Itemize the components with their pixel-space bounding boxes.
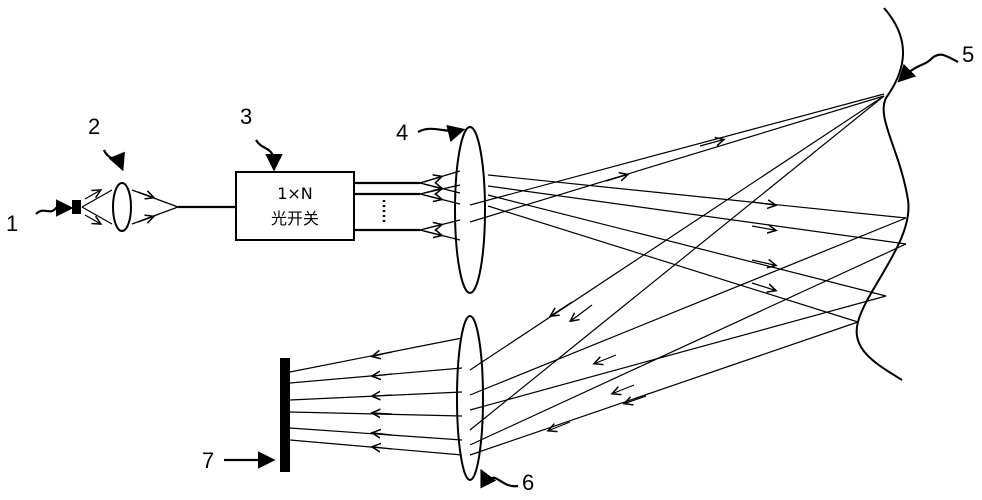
switch-line-2: 光开关 xyxy=(271,209,319,228)
leader-2 xyxy=(102,149,125,172)
label-5: 5 xyxy=(962,42,974,67)
label-6: 6 xyxy=(522,470,534,495)
leader-6 xyxy=(480,468,519,489)
label-2: 2 xyxy=(88,114,100,139)
leader-4 xyxy=(417,124,466,142)
lens-6 xyxy=(456,315,484,481)
label-3: 3 xyxy=(240,104,252,129)
fiber-divergence-rays xyxy=(419,170,461,241)
light-source xyxy=(72,200,81,214)
curved-reflector-5 xyxy=(855,7,910,381)
lens-4 xyxy=(454,126,486,294)
label-1: 1 xyxy=(6,211,18,236)
lens-2 xyxy=(112,182,132,232)
label-7: 7 xyxy=(202,448,214,473)
leader-3 xyxy=(255,139,283,172)
label-4: 4 xyxy=(396,120,408,145)
forward-rays xyxy=(469,93,907,323)
leader-1 xyxy=(35,199,74,217)
detector-array xyxy=(280,358,290,472)
switch-output-fibers xyxy=(354,181,420,232)
switch-line-1: 1×N xyxy=(277,184,313,203)
optical-switch-box xyxy=(235,171,355,241)
input-rays xyxy=(81,190,179,224)
reflected-rays xyxy=(469,95,907,456)
focused-rays xyxy=(289,337,463,456)
leader-5 xyxy=(897,53,959,83)
